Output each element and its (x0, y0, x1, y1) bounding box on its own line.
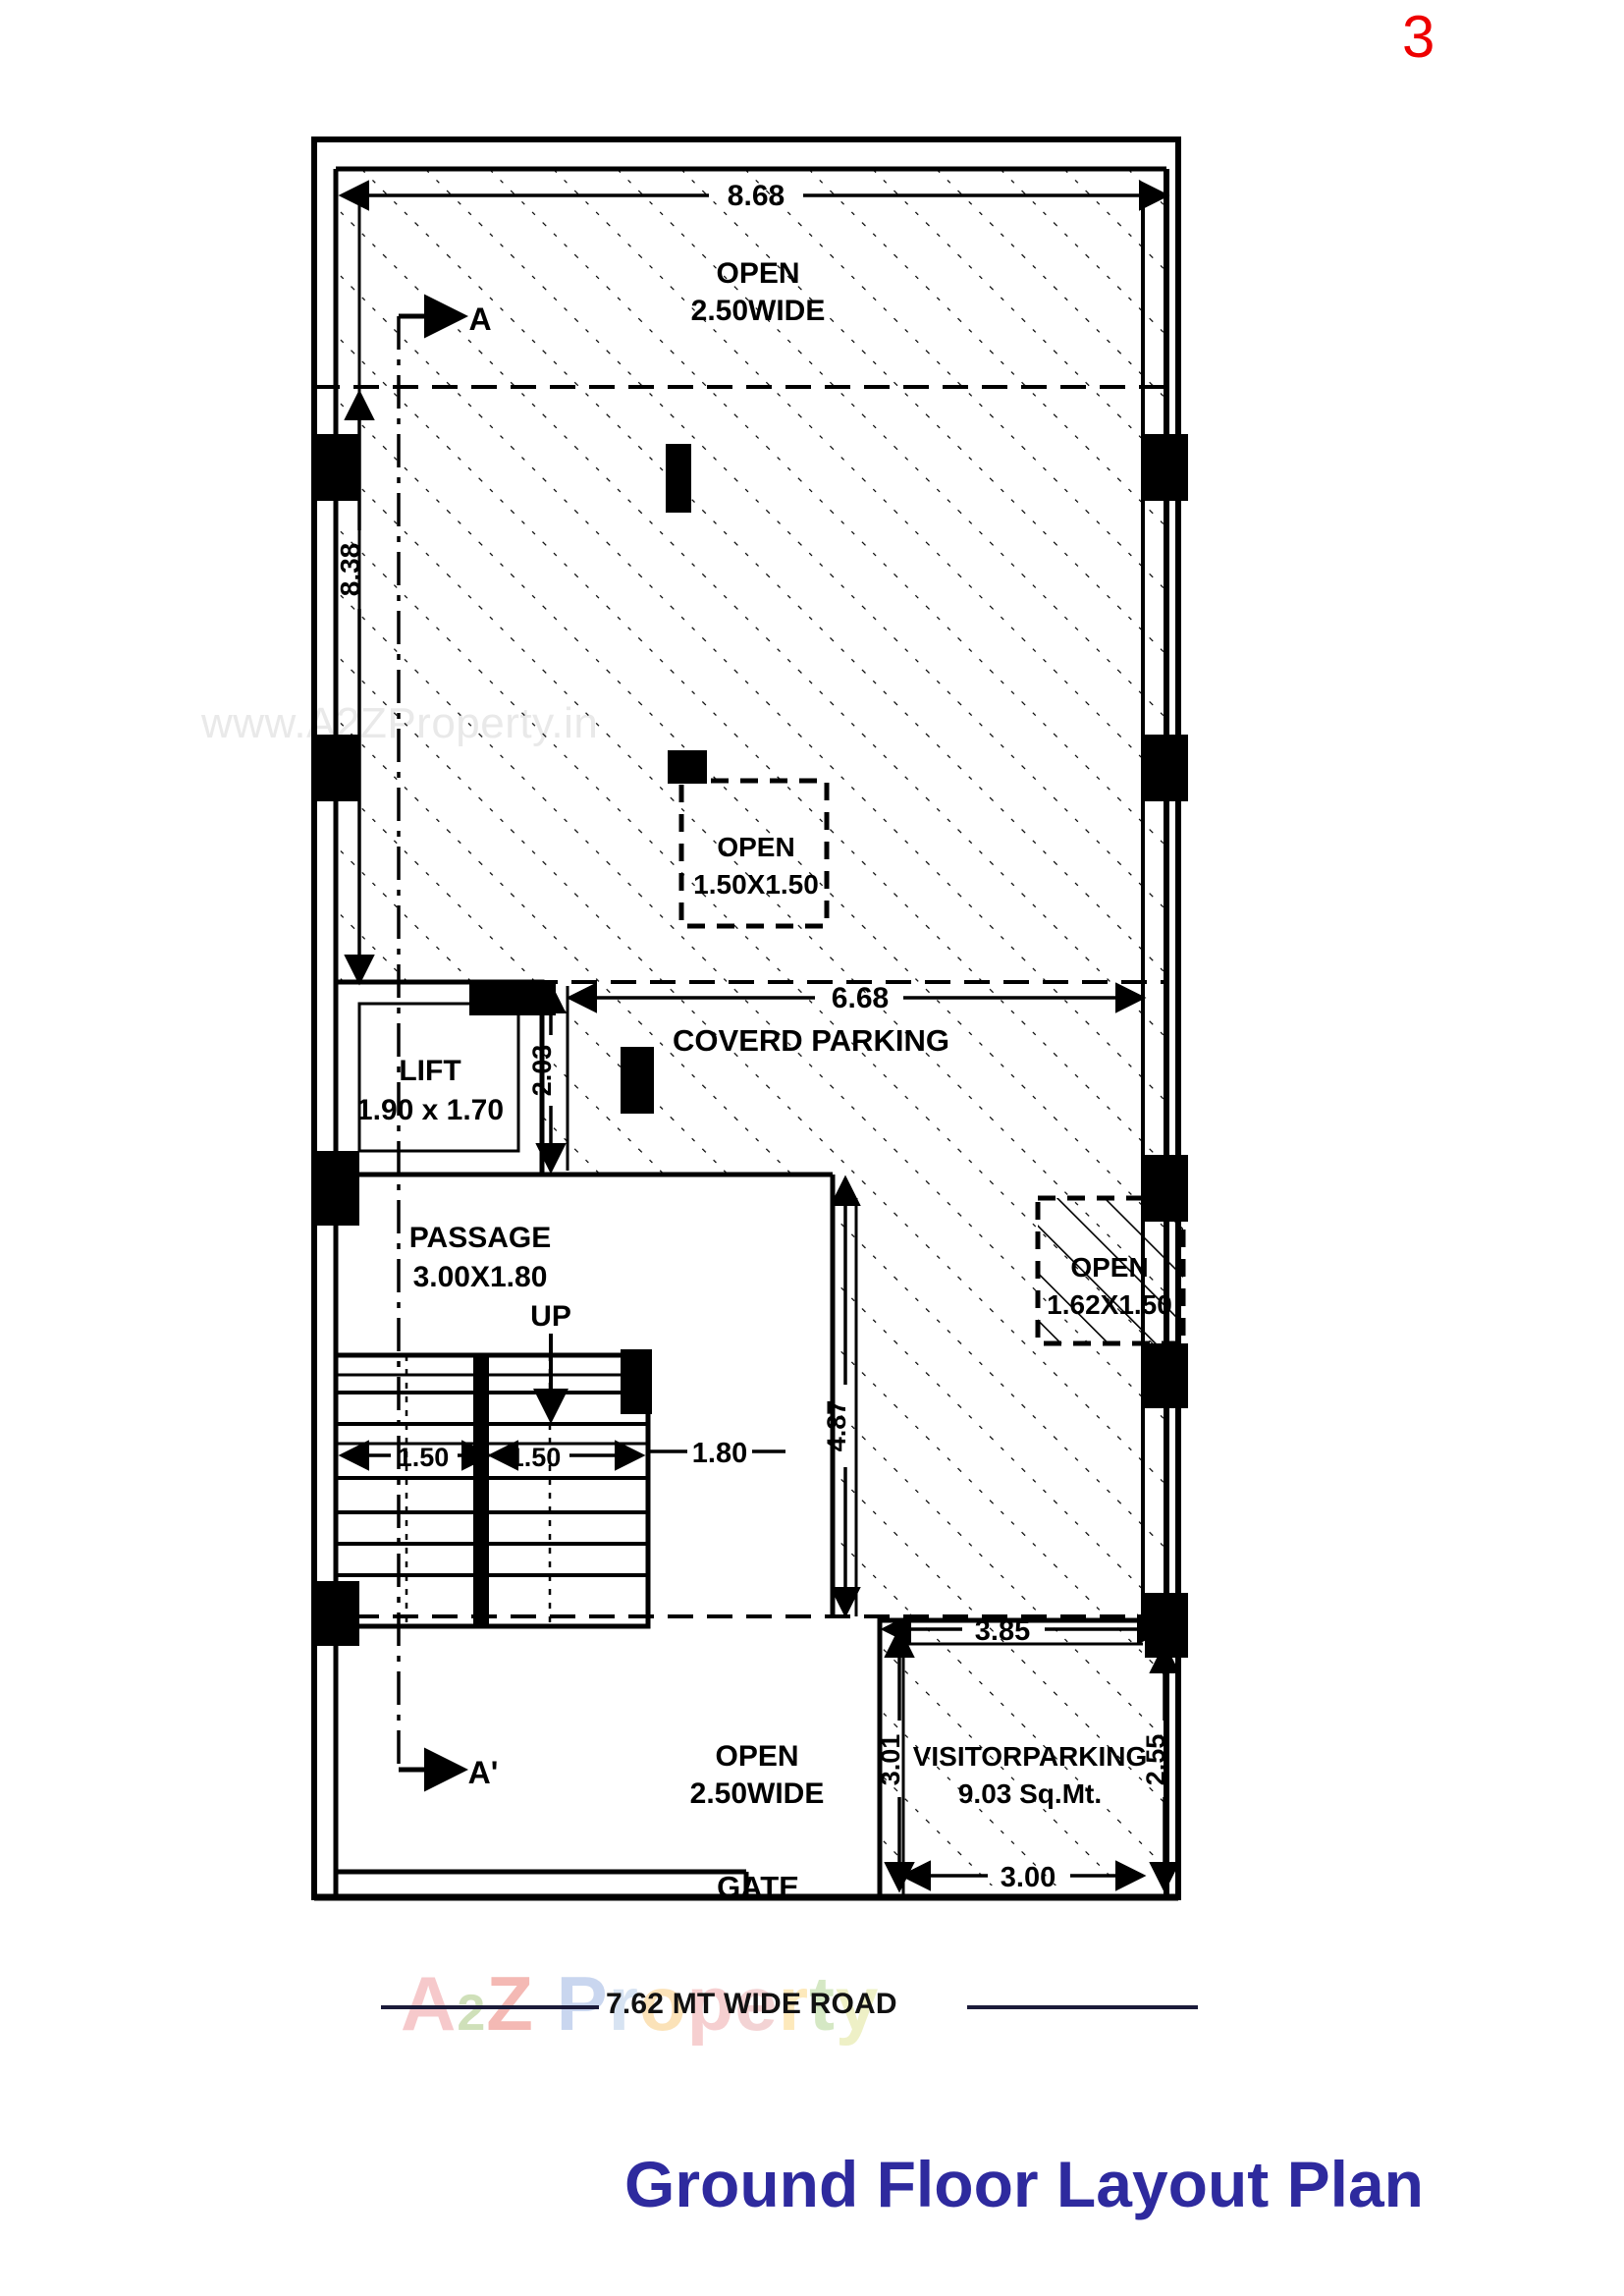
dim-parking-width: 6.68 (832, 982, 889, 1014)
hatch-fills (336, 169, 1166, 1886)
column-right-5 (1145, 1593, 1188, 1658)
dim-stair-left: 1.50 (398, 1443, 450, 1472)
room-label-passage-line1: PASSAGE (409, 1222, 551, 1254)
page-number: 3 (1402, 4, 1435, 70)
road-label: 7.62 MT WIDE ROAD (606, 1988, 897, 2020)
column-interior-1 (666, 444, 691, 513)
dim-stair-total: 1.80 (692, 1438, 747, 1469)
dimension-lines (338, 180, 1180, 1893)
plan-annotations: UP GATE A A' (468, 301, 799, 1904)
column-interior-6 (316, 1151, 359, 1212)
room-label-visitor-parking-line1: VISITORPARKING (913, 1741, 1148, 1772)
dim-visitor-bottom: 3.00 (1001, 1862, 1056, 1893)
watermark-logo: A2Z Property (401, 1960, 880, 2047)
room-labels: OPEN 2.50WIDE OPEN 1.50X1.50 COVERD PARK… (356, 257, 1172, 1810)
column-right-2 (1145, 735, 1188, 801)
section-line-a-aprime (397, 294, 468, 1792)
staircase (336, 1334, 648, 1626)
dim-left-depth: 8.38 (335, 543, 365, 597)
room-label-open-top-line1: OPEN (716, 257, 799, 290)
room-label-lift-line2: 1.90 x 1.70 (356, 1094, 504, 1126)
dim-visitor-left: 3.01 (876, 1734, 905, 1786)
column-interior-2 (668, 750, 707, 784)
dim-visitor-top: 3.85 (975, 1615, 1030, 1647)
column-left-2 (316, 735, 359, 801)
column-left-4 (316, 1581, 359, 1646)
column-left-1 (316, 434, 359, 501)
column-right-1 (1145, 434, 1188, 501)
room-label-open-shaft-small-line1: OPEN (717, 832, 794, 862)
road-line-right (967, 2005, 1198, 2009)
stair-up-label: UP (530, 1300, 571, 1333)
section-marker-a: A (468, 301, 491, 337)
room-label-visitor-parking-line2: 9.03 Sq.Mt. (958, 1778, 1102, 1809)
room-label-open-bottom-line1: OPEN (715, 1740, 798, 1773)
section-marker-a-prime: A' (468, 1755, 499, 1790)
structural-columns (316, 434, 1188, 1658)
page-title: Ground Floor Layout Plan (624, 2148, 1424, 2220)
room-label-open-shaft-small-line2: 1.50X1.50 (693, 869, 819, 900)
dim-visitor-right: 2.55 (1141, 1734, 1170, 1786)
room-label-passage-line2: 3.00X1.80 (413, 1261, 548, 1293)
road-line-left (381, 2005, 599, 2009)
room-label-open-shaft-right-line1: OPEN (1070, 1252, 1148, 1283)
room-label-open-bottom-line2: 2.50WIDE (690, 1777, 825, 1810)
room-label-open-top-line2: 2.50WIDE (691, 295, 826, 327)
dim-stair-right: 1.50 (510, 1443, 562, 1472)
room-label-open-shaft-right-line2: 1.62X1.50 (1047, 1289, 1172, 1320)
dim-top-width: 8.68 (728, 180, 785, 212)
dimension-labels: 8.68 8.38 6.68 2.03 1.50 1.50 1.80 4.87 … (335, 180, 1170, 1893)
room-label-coverd-parking: COVERD PARKING (673, 1023, 949, 1058)
gate-label: GATE (717, 1870, 799, 1904)
room-label-lift-line1: LIFT (399, 1055, 460, 1087)
dim-lift-gap: 2.03 (527, 1045, 557, 1097)
column-interior-3 (621, 1047, 654, 1114)
column-right-4 (1145, 1343, 1188, 1408)
open-shaft-boxes (678, 778, 1186, 1346)
column-interior-4 (469, 982, 556, 1015)
dim-right-bay: 4.87 (822, 1400, 851, 1452)
